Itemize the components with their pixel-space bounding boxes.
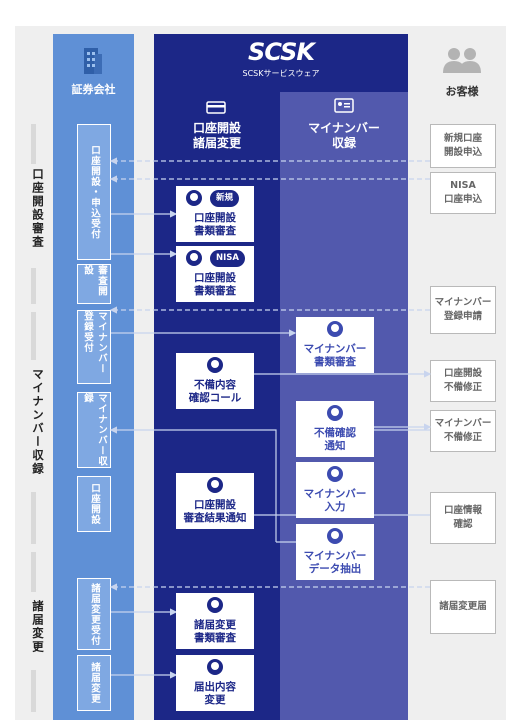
card-label: 諸届変更 書類審査	[194, 619, 236, 644]
mynumber-title-line1: マイナンバー	[308, 121, 380, 135]
phase-bar-2a	[31, 312, 36, 360]
sec-box-review: 審査開設	[77, 264, 111, 304]
phase-label-mynumber: マイナンバー収録	[31, 368, 45, 476]
account-column-title: 口座開設 諸届変更	[154, 121, 280, 151]
scsk-logo: SCSK	[248, 38, 315, 66]
phase-bar-3a	[31, 552, 36, 592]
card-new-account-review: 新規 口座開設 書類審査	[176, 186, 254, 242]
operator-icon	[327, 321, 343, 337]
operator-icon	[327, 405, 343, 421]
sec-box-change-accept: 諸届変更受付	[77, 578, 111, 650]
scsk-header	[154, 34, 408, 92]
card-label: 不備内容 確認コール	[188, 379, 242, 404]
card-label: 口座開設 審査結果通知	[183, 499, 247, 524]
cust-account-info: 口座情報 確認	[430, 492, 496, 544]
phase-label-change: 諸届変更	[31, 600, 45, 654]
operator-icon	[207, 357, 223, 373]
id-card-icon	[334, 98, 354, 113]
cust-new-account: 新規口座 開設申込	[430, 124, 496, 168]
operator-icon	[186, 250, 202, 266]
cust-mynumber-fix: マイナンバー 不備修正	[430, 410, 496, 452]
cust-change-form: 諸届変更届	[430, 580, 496, 634]
card-result-notice: 口座開設 審査結果通知	[176, 473, 254, 529]
card-label: 口座開設 書類審査	[194, 212, 236, 237]
card-label: 不備確認 通知	[314, 427, 356, 452]
mynumber-column-title: マイナンバー 収録	[280, 121, 408, 151]
card-mynumber-input: マイナンバー 入力	[296, 462, 374, 518]
customers-icon	[443, 46, 481, 74]
mynumber-title-line2: 収録	[331, 136, 356, 150]
securities-header-label: 証券会社	[71, 83, 116, 96]
card-label: マイナンバー 書類審査	[303, 343, 367, 368]
pill-new: 新規	[210, 190, 240, 207]
phase-bar-2b	[31, 492, 36, 544]
card-label: 届出内容 変更	[194, 681, 236, 706]
cust-mynumber-register: マイナンバー 登録申請	[430, 286, 496, 334]
customer-header-label: お客様	[445, 85, 479, 98]
sec-box-mynumber-record: マイナンバー収録	[77, 392, 111, 468]
building-icon	[82, 46, 104, 76]
operator-icon	[207, 597, 223, 613]
card-label: マイナンバー 入力	[303, 488, 367, 513]
operator-icon	[327, 528, 343, 544]
card-change-review: 諸届変更 書類審査	[176, 593, 254, 649]
operator-icon	[207, 477, 223, 493]
phase-bar-1b	[31, 268, 36, 304]
sec-box-application: 口座開設・申込受付	[77, 124, 111, 260]
phase-bar-3b	[31, 670, 36, 712]
operator-icon	[207, 659, 223, 675]
card-label: 口座開設 書類審査	[194, 272, 236, 297]
card-icon	[206, 99, 226, 114]
card-nisa-review: NISA 口座開設 書類審査	[176, 246, 254, 302]
card-change-content: 届出内容 変更	[176, 655, 254, 711]
operator-icon	[186, 190, 202, 206]
cust-nisa: NISA 口座申込	[430, 172, 496, 214]
card-mynumber-extract: マイナンバー データ抽出	[296, 524, 374, 580]
operator-icon	[327, 466, 343, 482]
scsk-logo-subtitle: SCSKサービスウェア	[242, 69, 320, 78]
card-deficiency-notice: 不備確認 通知	[296, 401, 374, 457]
account-title-line2: 諸届変更	[192, 136, 241, 150]
sec-box-mynumber-register: マイナンバー登録受付	[77, 310, 111, 384]
card-deficiency-call: 不備内容 確認コール	[176, 353, 254, 409]
phase-bar-1a	[31, 124, 36, 164]
sec-box-account-open: 口座開設	[77, 476, 111, 532]
phase-label-account: 口座開設審査	[31, 168, 45, 249]
account-title-line1: 口座開設	[192, 121, 241, 135]
cust-account-fix: 口座開設 不備修正	[430, 360, 496, 402]
sec-box-change: 諸届変更	[77, 655, 111, 711]
card-label: マイナンバー データ抽出	[303, 550, 367, 575]
card-mynumber-review: マイナンバー 書類審査	[296, 317, 374, 373]
pill-nisa: NISA	[210, 250, 245, 267]
